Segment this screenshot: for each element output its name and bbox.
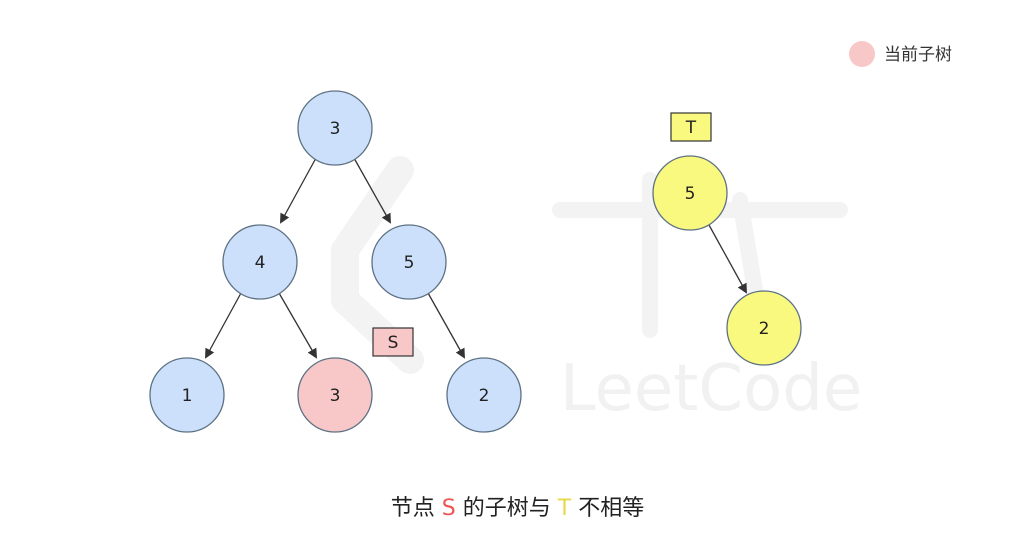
- node-label: 1: [182, 386, 193, 406]
- caption-part1: 节点: [390, 496, 442, 521]
- tree-s-node-right-right: 2: [446, 357, 522, 433]
- tree-s-node-root: 3: [297, 90, 373, 166]
- caption: 节点 S 的子树与 T 不相等: [0, 490, 1035, 522]
- node-circle: [149, 357, 225, 433]
- s-marker-box: [372, 327, 414, 357]
- node-circle: [371, 224, 447, 300]
- s-marker-label: S: [388, 333, 399, 353]
- tree-s-node-right: 5: [371, 224, 447, 300]
- legend-swatch-icon: [849, 41, 875, 67]
- node-circle: [726, 290, 802, 366]
- node-circle: [446, 357, 522, 433]
- legend: 当前子树: [849, 41, 952, 67]
- tree-t-node-root: 5: [652, 155, 728, 231]
- s-marker: S: [372, 327, 414, 357]
- caption-part2: 的子树与: [455, 496, 558, 521]
- node-label: 3: [330, 386, 341, 406]
- tree-s-node-left-left: 1: [149, 357, 225, 433]
- caption-t: T: [557, 496, 572, 521]
- t-marker: T: [670, 112, 712, 142]
- edge-s-root-s-right: [353, 157, 391, 224]
- node-label: 2: [759, 319, 770, 339]
- node-circle: [652, 155, 728, 231]
- caption-s: S: [441, 496, 456, 521]
- node-label: 5: [404, 253, 415, 273]
- legend-label: 当前子树: [884, 45, 952, 65]
- node-label: 4: [255, 253, 266, 273]
- caption-part3: 不相等: [571, 496, 645, 521]
- node-circle: [222, 224, 298, 300]
- t-marker-box: [670, 112, 712, 142]
- node-label: 5: [685, 184, 696, 204]
- node-circle: [297, 357, 373, 433]
- edge-s-left-s-left-right: [278, 292, 318, 359]
- edge-s-root-s-left: [280, 157, 317, 224]
- edge-s-left-s-left-left: [205, 292, 242, 359]
- edge-s-right-s-right-right: [427, 292, 465, 359]
- node-label: 3: [330, 119, 341, 139]
- tree-t-node-right: 2: [726, 290, 802, 366]
- tree-s-edges: [205, 157, 465, 359]
- tree-s-node-left: 4: [222, 224, 298, 300]
- tree-t-edges: [708, 224, 747, 294]
- t-marker-label: T: [685, 118, 697, 138]
- node-circle: [297, 90, 373, 166]
- watermark-text: LeetCode: [560, 352, 862, 426]
- edge-t-root-t-right: [708, 224, 747, 294]
- node-label: 2: [479, 386, 490, 406]
- tree-s-node-left-right-current: 3: [297, 357, 373, 433]
